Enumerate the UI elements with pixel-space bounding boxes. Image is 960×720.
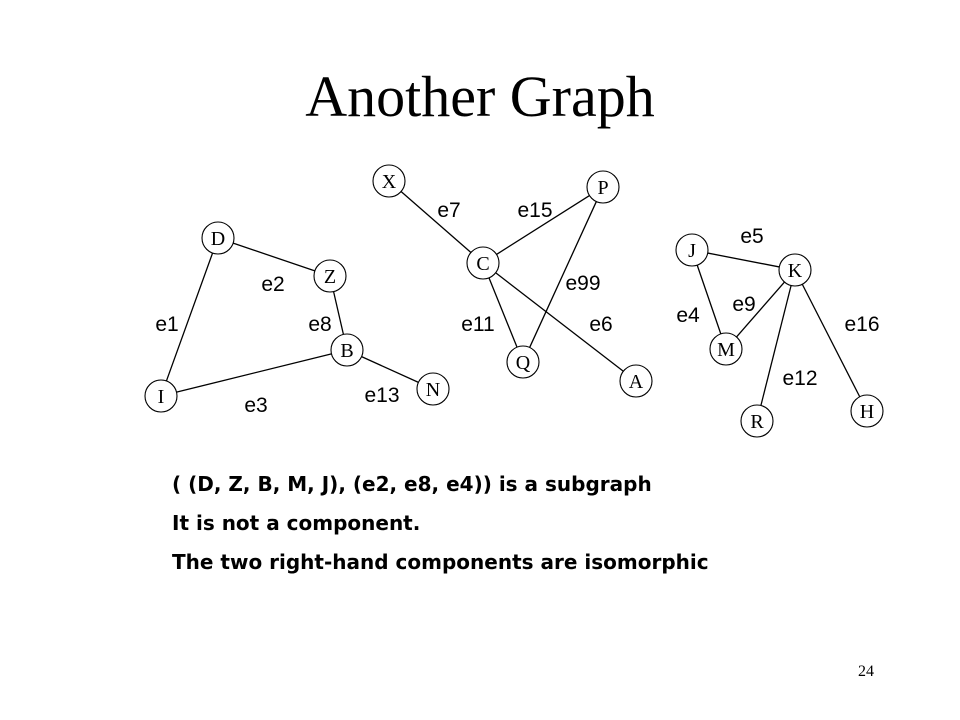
node-label-H: H <box>860 401 874 423</box>
node-label-C: C <box>476 253 489 275</box>
node-R: R <box>740 404 774 438</box>
edge-e7 <box>400 191 472 253</box>
node-label-K: K <box>788 260 803 282</box>
node-label-M: M <box>717 339 735 361</box>
page-number: 24 <box>858 663 874 680</box>
edge-label-e6: e6 <box>589 313 612 336</box>
edge-label-e1: e1 <box>155 313 178 336</box>
edge-e4 <box>696 264 722 335</box>
edge-e3 <box>176 353 332 393</box>
edge-label-e99: e99 <box>565 272 600 295</box>
node-label-A: A <box>629 371 644 393</box>
node-label-Q: Q <box>516 352 531 374</box>
edge-e11 <box>488 277 518 348</box>
node-label-J: J <box>688 240 696 262</box>
edge-label-e4: e4 <box>676 304 700 327</box>
edge-e5 <box>707 252 780 268</box>
edge-e12 <box>760 285 792 406</box>
edge-e15 <box>496 195 590 255</box>
edge-e99 <box>529 201 597 348</box>
node-label-B: B <box>340 340 353 362</box>
node-H: H <box>850 394 884 428</box>
edge-e2 <box>232 242 316 272</box>
node-label-N: N <box>426 379 440 401</box>
edge-label-e11: e11 <box>461 313 494 336</box>
node-D: D <box>201 221 235 255</box>
node-label-Z: Z <box>324 266 336 288</box>
node-I: I <box>144 379 178 413</box>
edge-e16 <box>801 283 861 398</box>
node-M: M <box>709 332 743 366</box>
node-X: X <box>372 164 406 198</box>
node-J: J <box>675 233 709 267</box>
edge-e6 <box>495 272 624 372</box>
node-P: P <box>586 170 620 204</box>
edge-label-e15: e15 <box>517 199 552 222</box>
edge-e9 <box>736 281 785 338</box>
edge-label-e9: e9 <box>732 293 755 316</box>
edge-label-e2: e2 <box>261 273 284 296</box>
node-Z: Z <box>313 259 347 293</box>
edge-label-e5: e5 <box>740 225 763 248</box>
edge-label-e8: e8 <box>308 313 331 336</box>
node-label-D: D <box>211 228 225 250</box>
edge-label-e13: e13 <box>364 384 399 407</box>
node-A: A <box>619 364 653 398</box>
edge-label-e3: e3 <box>244 394 267 417</box>
edge-e1 <box>165 252 214 382</box>
node-label-P: P <box>597 177 608 199</box>
node-label-X: X <box>382 171 397 193</box>
caption-isomorphic: The two right-hand components are isomor… <box>172 550 709 574</box>
edge-e13 <box>361 356 419 383</box>
node-K: K <box>778 253 812 287</box>
node-label-R: R <box>750 411 764 433</box>
caption-not-component: It is not a component. <box>172 511 421 535</box>
node-C: C <box>466 246 500 280</box>
node-B: B <box>330 333 364 367</box>
node-N: N <box>416 372 450 406</box>
edge-e8 <box>332 291 345 335</box>
node-label-I: I <box>158 386 165 408</box>
edge-label-e12: e12 <box>782 367 817 390</box>
caption-subgraph: ( (D, Z, B, M, J), (e2, e8, e4)) is a su… <box>172 472 652 496</box>
node-Q: Q <box>506 345 540 379</box>
edge-label-e7: e7 <box>437 199 460 222</box>
slide-title: Another Graph <box>305 64 655 129</box>
edge-label-e16: e16 <box>844 313 879 336</box>
